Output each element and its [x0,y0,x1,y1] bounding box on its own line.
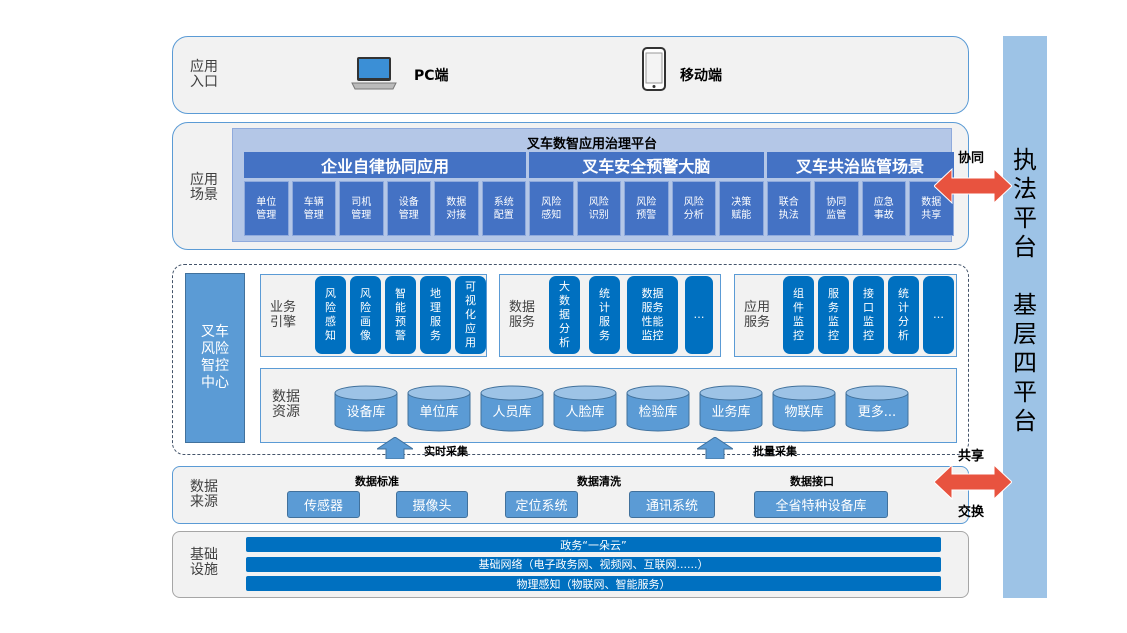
scene-item: 风险 识别 [576,181,621,236]
scene-item: 决策 赋能 [719,181,764,236]
scene-item: 数据 对接 [434,181,479,236]
database-icon [626,385,690,432]
data-source-item: 通讯系统 [629,491,715,518]
scene-item: 设备 管理 [386,181,431,236]
infrastructure-label: 基础 设施 [190,547,218,578]
realtime-collect-label: 实时采集 [424,445,468,458]
batch-collect-label: 批量采集 [753,445,797,458]
service-item: 统 计 服 务 [589,276,620,354]
database-icon [480,385,544,432]
data-source-item: 定位系统 [505,491,578,518]
database-label: 检验库 [638,405,678,420]
database-cylinder: 物联库 [772,385,836,432]
law-enforcement-platform-bar [1003,36,1047,598]
service-item: 地 理 服 务 [420,276,451,354]
service-item: 组 件 监 控 [783,276,814,354]
data-interface-header: 数据接口 [790,475,834,488]
entry-layer [172,36,969,114]
database-label: 人脸库 [565,405,605,420]
service-item: … [685,276,713,354]
infrastructure-bar: 基础网络（电子政务网、视频网、互联网......） [246,556,941,572]
entry-label: 应用 入口 [190,59,218,90]
database-icon [772,385,836,432]
database-label: 物联库 [784,405,824,420]
service-item: 接 口 监 控 [853,276,884,354]
scene-item: 单位 管理 [244,181,289,236]
database-cylinder: 人员库 [480,385,544,432]
exchange-label: 交换 [958,505,985,520]
service-item: 智 能 预 警 [385,276,416,354]
database-icon [407,385,471,432]
service-item: 可 视 化 应 用 [455,276,486,354]
database-icon [699,385,763,432]
data-source-item: 全省特种设备库 [754,491,888,518]
collaborate-label: 协同 [958,151,985,166]
data-source-item: 传感器 [287,491,360,518]
database-cylinder: 检验库 [626,385,690,432]
scene-group-header: 企业自律协同应用 [244,152,526,178]
scene-item: 系统 配置 [481,181,526,236]
scene-item: 车辆 管理 [291,181,336,236]
database-cylinder: 更多... [845,385,909,432]
data-standard-header: 数据标准 [355,475,399,488]
mobile-label: 移动端 [680,68,722,84]
service-panel-label: 业务 引擎 [270,300,297,330]
service-item: 统 计 分 析 [888,276,919,354]
upload-arrow-icon [697,437,733,459]
mobile-phone-icon [642,47,666,91]
service-item: 数据 服务 性能 监控 [627,276,678,354]
platform-title: 叉车数智应用治理平台 [526,137,657,152]
data-source-item: 摄像头 [396,491,468,518]
bidirectional-arrow-icon [934,168,1012,204]
scene-item: 协同 监管 [814,181,859,236]
risk-center-label: 叉车 风险 智控 中心 [185,273,245,443]
database-cylinder: 人脸库 [553,385,617,432]
database-cylinder: 设备库 [334,385,398,432]
service-item: 服 务 监 控 [818,276,849,354]
database-label: 单位库 [419,405,459,420]
data-resources-label: 数据 资源 [272,389,300,420]
service-item: 风 险 感 知 [315,276,346,354]
data-source-label: 数据 来源 [190,479,218,510]
scene-group-header: 叉车安全预警大脑 [529,152,764,178]
scene-item: 风险 预警 [624,181,669,236]
bidirectional-arrow-icon [934,464,1012,500]
infrastructure-bar: 物理感知（物联网、智能服务） [246,576,941,591]
database-label: 业务库 [711,405,751,420]
share-label: 共享 [958,449,985,464]
database-cylinder: 单位库 [407,385,471,432]
service-panel-label: 应用 服务 [744,300,771,330]
database-label: 人员库 [492,405,532,420]
scene-group-header: 叉车共治监管场景 [766,152,954,178]
pc-label: PC端 [414,68,449,84]
side-platform-text: 执 法 平 台 基 层 四 平 台 [1013,146,1037,435]
scene-item: 风险 分析 [671,181,716,236]
infrastructure-bar: 政务“一朵云” [246,537,941,552]
risk-center-frame [172,264,969,455]
scene-item: 联合 执法 [766,181,811,236]
scene-item: 司机 管理 [339,181,384,236]
data-cleaning-header: 数据清洗 [577,475,621,488]
laptop-icon [351,57,397,90]
service-item: … [923,276,954,354]
service-item: 风 险 画 像 [350,276,381,354]
database-label: 更多... [857,405,897,420]
service-item: 大 数 据 分 析 [549,276,580,354]
database-icon [334,385,398,432]
database-icon [553,385,617,432]
database-icon [845,385,909,432]
scene-label: 应用 场景 [190,172,218,203]
scene-item: 风险 感知 [529,181,574,236]
service-panel-label: 数据 服务 [509,300,536,330]
upload-arrow-icon [377,437,413,459]
database-cylinder: 业务库 [699,385,763,432]
scene-item: 应急 事故 [861,181,906,236]
database-label: 设备库 [346,405,386,420]
